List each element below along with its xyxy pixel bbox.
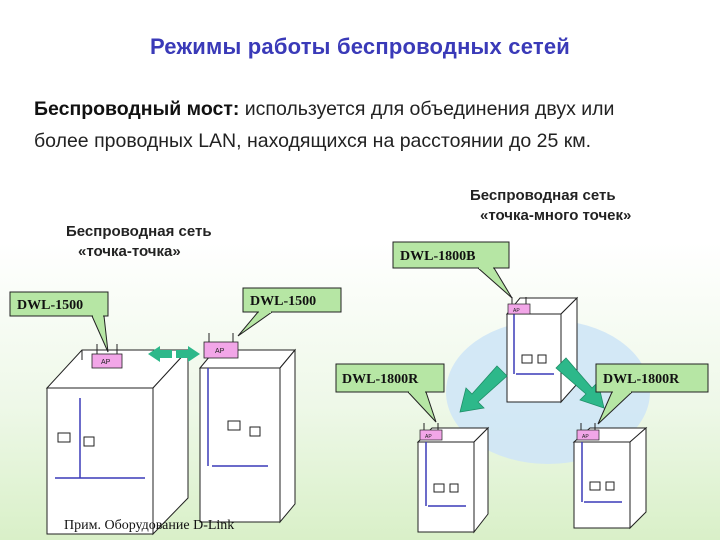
ap-top-right-label: AP: [513, 308, 520, 314]
right-network-line1: Беспроводная сеть: [470, 187, 616, 204]
ap-bottom-left-label: AP: [425, 434, 432, 440]
callout-dwl1500-left: DWL-1500: [9, 291, 109, 353]
callout-dwl1800b: DWL-1800B: [392, 241, 513, 299]
right-network-line2: «точка-много точек»: [480, 207, 632, 224]
callout-dwl1800r-right-text: DWL-1800R: [603, 372, 680, 387]
callout-dwl1800r-left-text: DWL-1800R: [342, 372, 419, 387]
link-arrow-to-left: [459, 365, 508, 413]
building-bottom-right: [572, 426, 648, 530]
page-title: Режимы работы беспроводных сетей: [149, 34, 571, 59]
ap-top-right: AP: [507, 297, 531, 315]
right-network-label: Беспроводная сеть «точка-много точек»: [470, 186, 631, 226]
callout-dwl1800b-text: DWL-1800B: [400, 249, 475, 264]
footnote: Прим. Оборудование D-Link: [64, 518, 235, 533]
ap-bottom-left: AP: [419, 423, 443, 441]
ap-middle: AP: [203, 333, 239, 359]
ap-middle-label: AP: [215, 348, 225, 355]
left-network-label: Беспроводная сеть «точка-точка»: [66, 222, 212, 262]
callout-dwl1500-right-text: DWL-1500: [250, 294, 316, 309]
ap-left: AP: [91, 344, 123, 369]
building-left: [45, 348, 190, 536]
building-top-right: [505, 296, 579, 404]
link-arrow-to-right: [555, 357, 605, 409]
building-bottom-left: [416, 426, 490, 534]
callout-dwl1800r-right: DWL-1800R: [595, 363, 709, 425]
intro-term: Беспроводный мост:: [34, 98, 240, 120]
callout-dwl1500-right: DWL-1500: [237, 287, 342, 337]
callout-dwl1500-left-text: DWL-1500: [17, 298, 83, 313]
intro-paragraph: Беспроводный мост: используется для объе…: [34, 93, 674, 157]
building-middle: [198, 348, 297, 524]
ap-bottom-right: AP: [576, 423, 600, 441]
link-arrow-left: [148, 346, 200, 362]
ap-bottom-right-label: AP: [582, 434, 589, 440]
intro-text: используется для объединения двух или бо…: [34, 98, 615, 152]
ap-left-label: AP: [101, 359, 111, 366]
callout-dwl1800r-left: DWL-1800R: [335, 363, 445, 423]
left-network-line2: «точка-точка»: [78, 243, 181, 260]
left-network-line1: Беспроводная сеть: [66, 223, 212, 240]
